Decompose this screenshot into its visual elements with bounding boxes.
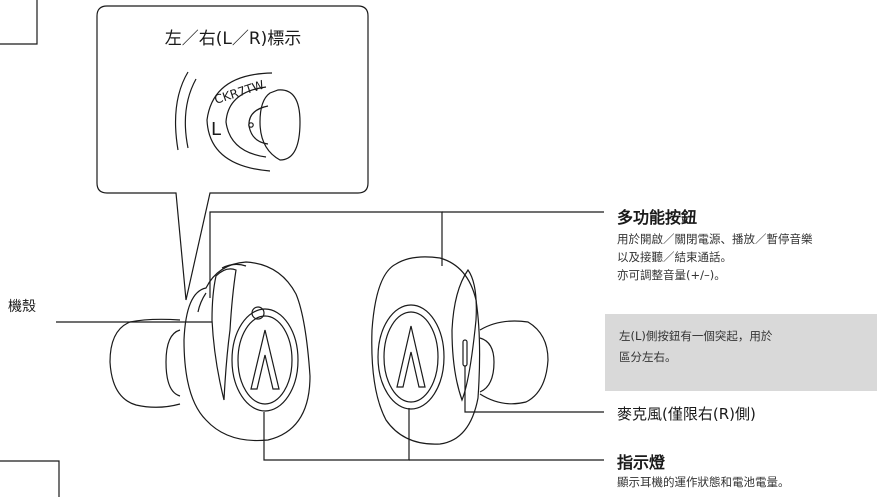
right-shell-band <box>451 268 477 402</box>
indicator-description: 顯示耳機的運作狀態和電池電量。 <box>617 475 790 489</box>
left-logo <box>250 329 280 390</box>
microphone-label: 麥克風(僅限右(R)側) <box>617 405 756 423</box>
zoom-callout-title: 左／右(L／R)標示 <box>164 29 302 49</box>
right-logo <box>396 325 426 388</box>
mfb-description-line: 亦可調整音量(+/–)。 <box>617 268 726 282</box>
mfb-leader-left <box>209 211 443 298</box>
multifunction-button-title: 多功能按鈕 <box>617 208 698 227</box>
note-line: 區分左右。 <box>619 350 677 364</box>
left-shell-band <box>211 268 237 401</box>
zoom-callout-bubble <box>96 5 369 301</box>
side-marking-letter: L <box>211 119 221 140</box>
left-earbud <box>109 261 311 442</box>
note-text: 左(L)側按鈕有一個突起，用於 區分左右。 <box>619 326 772 368</box>
right-earbud <box>371 256 549 445</box>
indicator-title: 指示燈 <box>617 453 666 472</box>
microphone-hole <box>462 339 468 367</box>
shell-label: 機殼 <box>8 299 36 315</box>
note-line: 左(L)側按鈕有一個突起，用於 <box>619 329 773 343</box>
left-button-note-box: 左(L)側按鈕有一個突起，用於 區分左右。 <box>605 314 877 391</box>
mfb-description-line: 以及接聽／結束通話。 <box>617 250 732 264</box>
frame-corner-top <box>0 0 38 45</box>
magnified-side-marking <box>174 71 301 172</box>
multifunction-button-description: 用於開啟／關閉電源、播放／暫停音樂 以及接聽／結束通話。 亦可調整音量(+/–)… <box>617 230 813 284</box>
frame-corner-bottom <box>0 460 60 497</box>
mfb-description-line: 用於開啟／關閉電源、播放／暫停音樂 <box>617 232 813 246</box>
indicator-leader-bracket <box>263 408 410 461</box>
model-marking-text: CKR7TW <box>213 78 266 107</box>
microphone-leader <box>464 366 604 413</box>
